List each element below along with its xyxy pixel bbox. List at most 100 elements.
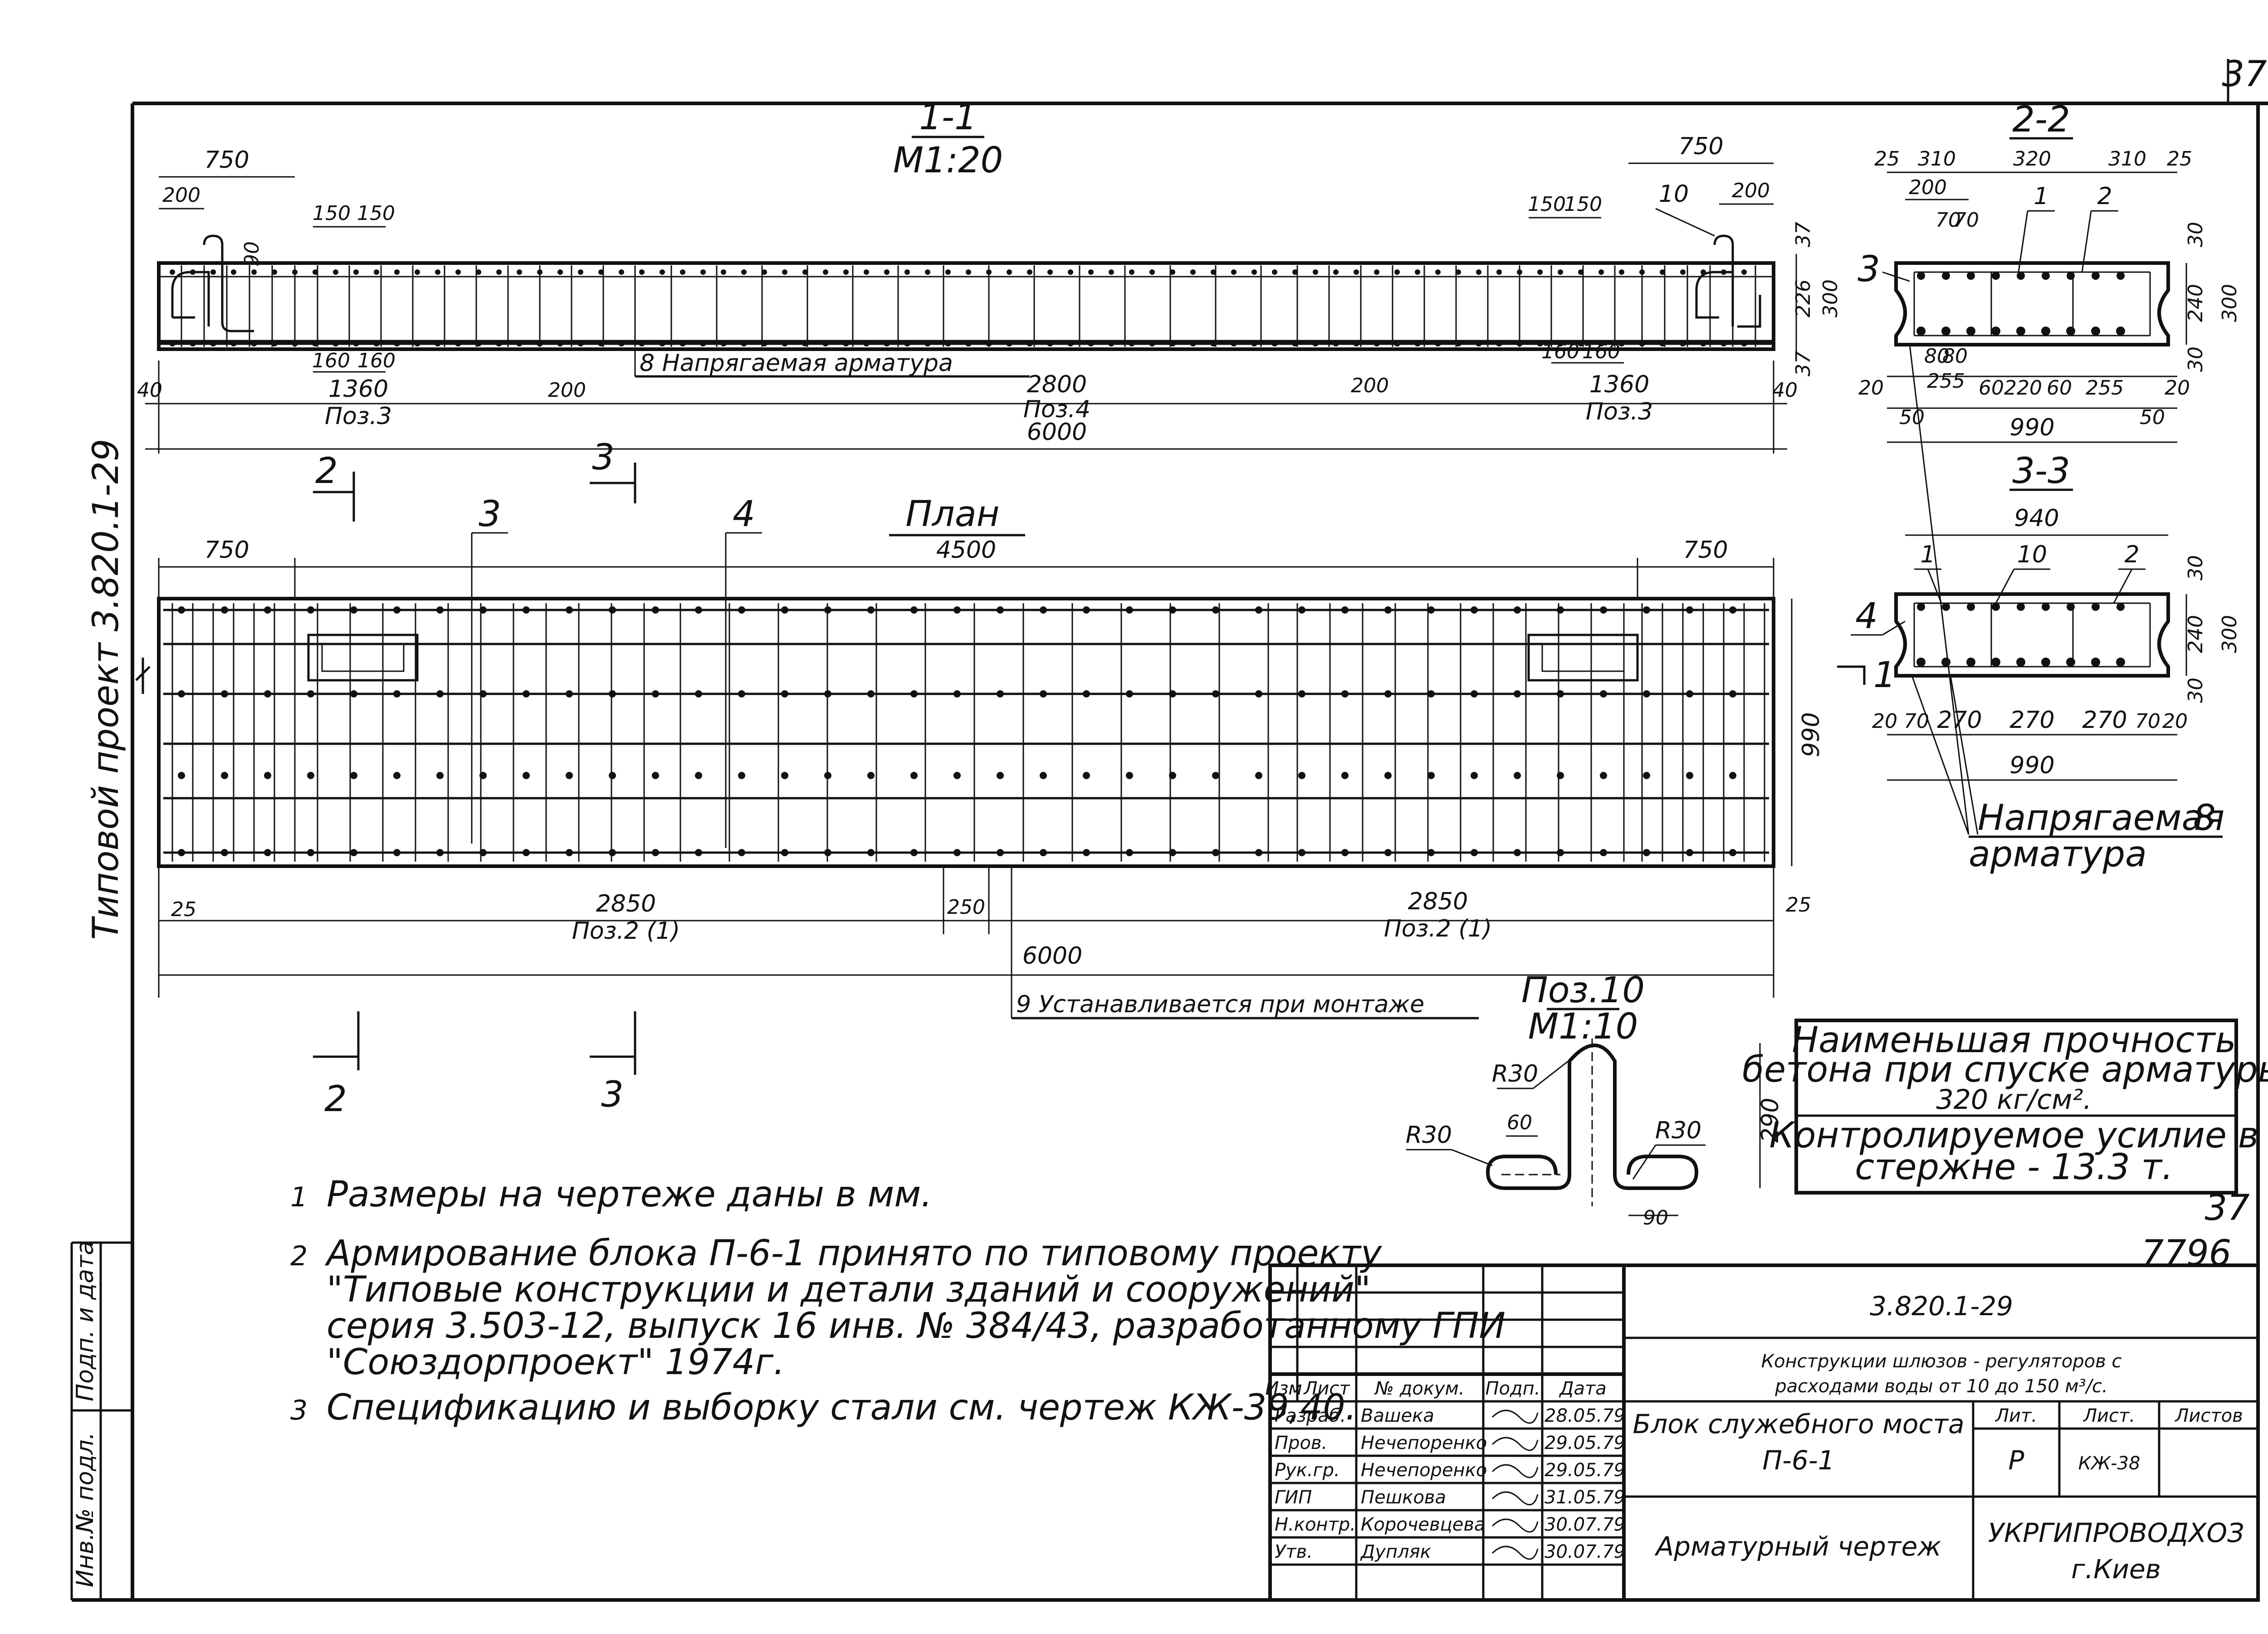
plan-bar-dot [1729,772,1736,779]
plan-bar-dot [824,849,831,856]
plan-bar-dot [1083,606,1090,614]
dim-b160b: 160 [357,349,396,372]
plan-bar-dot [393,849,401,856]
plan-bar-dot [393,772,401,779]
stamp-label-inv: Инв.№ подл. [72,1432,99,1587]
detail-poz-10: Поз.10 M1:10 R30 R30 R30 60 290 90 [1406,970,1784,1229]
elevation-top-bar-dot [1660,269,1665,275]
section-top-bar-dot [2067,603,2075,611]
s33-b270c: 270 [2082,707,2127,734]
leader-8-prestressed: 8 Напрягаемая арматура [640,350,953,377]
section-top-bar-dot [2116,603,2125,611]
s22-r30b: 30 [2184,346,2207,372]
elevation-bottom-bar-dot [1149,340,1155,346]
plan-title: План [905,494,999,535]
plan-bar-dot [652,606,659,614]
tb-lit-value: Р [2009,1445,2024,1476]
elevation-top-bar-dot [1190,269,1196,275]
plan-bar-dot [867,772,875,779]
plan-bar-dot [1212,606,1219,614]
tb-row-role: Рук.гр. [1275,1460,1340,1481]
plan-bar-dot [609,606,616,614]
elevation-bottom-bar-dot [557,340,563,346]
plan-bar-dot [652,772,659,779]
elevation-bottom-bar-dot [1537,340,1543,346]
s33-b990: 990 [2009,752,2054,779]
elevation-bottom-bar-dot [1700,340,1706,346]
s33-r30a: 30 [2184,555,2207,580]
plan-dim-2850-left: 2850 [596,890,656,917]
elevation-bottom-bar-dot [659,340,665,346]
elevation-top-bar-dot [1149,269,1155,275]
plan-bar-dot [436,772,444,779]
tb-org-name: УКРГИПРОВОДХОЗ [1988,1517,2244,1548]
plan-bar-dot [997,690,1004,697]
elevation-top-bar-dot [517,269,522,275]
plan-bar-dot [1169,849,1176,856]
plan-dim-2850-right: 2850 [1408,888,1468,915]
s22-b20b: 20 [2165,376,2190,400]
cut-marker-1-right: 1 [1873,655,1896,696]
plan-bar-dot [1126,606,1133,614]
plan-poz2-left: Поз.2 (1) [572,917,680,945]
s22-t25b: 25 [2167,147,2192,171]
elevation-bottom-bar-dot [1353,340,1359,346]
plan-bar-dot [1298,690,1305,697]
plan-bar-dot [1514,606,1521,614]
plan-bar-dot [1384,690,1392,697]
elevation-bottom-bar-dot [1455,340,1461,346]
elevation-top-bar-dot [251,269,257,275]
section-bottom-bar-dot [2116,658,2125,667]
elevation-top-bar-dot [904,269,910,275]
detail-10-r30-right: R30 [1655,1117,1701,1144]
elevation-bottom-bar-dot [1006,340,1012,346]
plan-bar-dot [1083,772,1090,779]
tb-project-line-1: Конструкции шлюзов - регуляторов с [1761,1351,2122,1372]
tb-code: 3.820.1-29 [1870,1291,2013,1322]
plan-bar-dot [910,772,918,779]
s22-t310b: 310 [2108,147,2146,171]
signature-scribble [1491,1410,1539,1424]
elevation-bottom-bar-dot [945,340,951,346]
s22-t70b: 70 [1954,209,1979,232]
tb-row-role: Пров. [1275,1433,1327,1454]
plan-bar-dot [1298,606,1305,614]
dim-b-poz3-right: Поз.3 [1586,398,1653,425]
elevation-bottom-bar-dot [210,340,216,346]
plan-bar-dot [867,690,875,697]
plan-bar-dot [264,849,271,856]
s33-leader-8-num: 8 [2193,798,2216,839]
elevation-bottom-bar-dot [1190,340,1196,346]
elevation-top-bar-dot [1456,269,1461,275]
dim-left-200: 200 [162,184,200,207]
elevation-top-bar-dot [721,269,726,275]
elevation-bottom-bar-dot [435,340,441,346]
section-bottom-bar-dot [2066,327,2075,336]
s22-callout-3: 3 [1857,249,1880,290]
s33-b70b: 70 [2135,710,2160,733]
section-top-bar-dot [2042,272,2050,280]
elevation-top-bar-dot [1313,269,1318,275]
plan-bar-dot [1212,690,1219,697]
req-line-1: Наименьшая прочность [1792,1020,2236,1061]
plan-bar-dot [264,606,271,614]
s22-r30a: 30 [2184,222,2207,247]
plan-bar-dot [997,849,1004,856]
req-line-2: бетона при спуске арматуры [1742,1049,2268,1090]
plan-bar-dot [1083,849,1090,856]
section-bottom-bar-dot [2016,658,2025,667]
note-3-num: 3 [290,1395,308,1426]
plan-bar-dot [867,606,875,614]
s22-b80a: 80 [1924,345,1950,368]
elevation-bottom-bar-dot [577,340,584,346]
elevation-bottom-bar-dot [679,340,686,346]
plan-bar-dot [867,849,875,856]
plan-bar-dot [479,849,487,856]
title-block: Изм Лист № докум. Подп. Дата Разраб.Ваше… [1265,1263,2260,1602]
plan-bar-dot [1169,690,1176,697]
dim-b-poz4: Поз.4 [1023,396,1090,423]
tb-row-name: Пешкова [1361,1487,1446,1508]
plan-bar-dot [479,606,487,614]
elevation-top-bar-dot [1394,269,1400,275]
plan-bar-dot [1126,772,1133,779]
